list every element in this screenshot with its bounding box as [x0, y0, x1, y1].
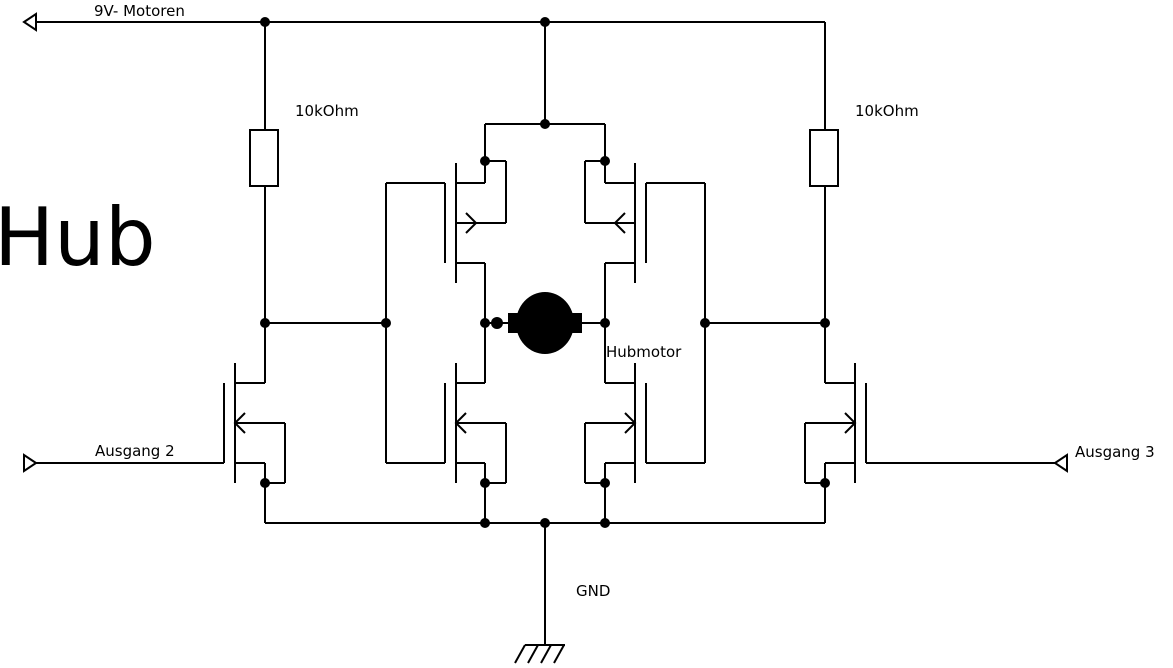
input-right-port-arrow	[1053, 453, 1068, 473]
input-left-port-arrow	[23, 453, 38, 473]
transistor-lower-left	[444, 323, 507, 523]
transistor-upper-left	[444, 160, 507, 323]
transistor-driver-right	[804, 323, 1056, 523]
resistor-right	[809, 129, 839, 187]
input-left-label: Ausgang 2	[95, 442, 175, 460]
ground-label: GND	[576, 582, 610, 600]
ground-rail	[265, 522, 825, 664]
transistor-upper-right	[584, 160, 647, 323]
junction-dots	[260, 17, 830, 528]
supply-label: 9V- Motoren	[94, 2, 185, 20]
resistor-right-label: 10kOhm	[855, 102, 919, 120]
left-gate-wiring	[385, 182, 445, 464]
right-gate-wiring	[646, 182, 706, 464]
transistor-driver-left	[34, 323, 286, 523]
supply-port-arrow	[22, 12, 37, 32]
supply-rail	[34, 21, 826, 130]
resistor-left-label: 10kOhm	[295, 102, 359, 120]
motor-symbol	[485, 292, 605, 354]
input-right-label: Ausgang 3	[1075, 443, 1155, 461]
diagram-title: Hub	[0, 191, 156, 284]
transistor-lower-right	[584, 323, 647, 523]
motor-label: Hubmotor	[606, 343, 682, 361]
resistor-left	[249, 129, 279, 187]
